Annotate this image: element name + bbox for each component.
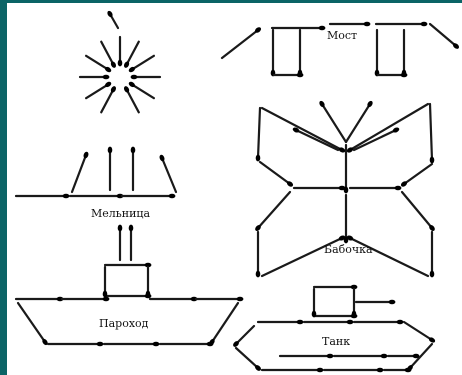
butterfly-wing-match <box>350 186 401 191</box>
tank-hull-match <box>354 320 403 325</box>
mill-blade-match <box>108 147 113 190</box>
tank-hull-match <box>304 320 353 325</box>
butterfly-wing-match <box>256 108 261 161</box>
ship-hull-match <box>48 342 103 347</box>
label-bridge: Мост <box>327 29 357 42</box>
bridge-pillar-match <box>378 73 407 78</box>
mill-base-match <box>70 194 123 199</box>
mill-base-match <box>122 194 175 199</box>
butterfly-wing-match <box>402 192 436 232</box>
sun-ray-match <box>131 75 160 80</box>
tank-hull-match <box>236 348 262 372</box>
butterfly-wing-match <box>260 162 294 188</box>
bridge-deck-match <box>272 26 325 31</box>
butterfly-wing-match <box>256 232 261 277</box>
bridge-deck-match <box>376 22 427 27</box>
ship-cabin-match <box>146 267 151 297</box>
sun-ray-match <box>80 75 109 80</box>
butterfly-wing-match <box>430 104 435 163</box>
tank-hull-match <box>404 322 436 344</box>
butterfly-wing-match <box>430 232 435 277</box>
tank-track-match <box>280 354 333 359</box>
ship-deck-match <box>16 297 63 302</box>
tank-track-match <box>334 354 387 359</box>
mill-base-match <box>16 194 69 199</box>
butterfly-antenna-match <box>354 126 400 150</box>
mill-blade-match <box>159 154 176 192</box>
sun-ray-match <box>101 85 117 112</box>
tank-gun-match <box>356 300 395 305</box>
tank-track-match <box>388 354 419 359</box>
bridge-deck-match <box>330 22 370 27</box>
ship-cabin-match <box>105 263 151 268</box>
sun-ray-match <box>86 56 112 74</box>
tank-turret-match <box>314 314 357 319</box>
bridge-pillar-match <box>271 30 276 76</box>
tank-turret-match <box>352 289 357 317</box>
bridge-pillar-match <box>375 30 380 76</box>
label-tank: Танк <box>322 335 350 348</box>
butterfly-antenna-match <box>292 126 338 150</box>
ship-funnel-match <box>129 225 134 260</box>
ship-hull-match <box>104 342 159 347</box>
sun-ray-match <box>106 10 118 28</box>
butterfly-wing-match <box>294 186 345 191</box>
ship-deck-match <box>62 297 109 302</box>
sun-ray-match <box>101 42 117 69</box>
butterfly-wing-match <box>400 164 432 188</box>
mill-blade-match <box>131 147 136 190</box>
mill-blade-match <box>72 151 89 192</box>
tank-turret-match <box>314 285 357 290</box>
bridge-pillar-match <box>298 30 303 76</box>
tank-hull-match <box>232 326 254 348</box>
label-steamship: Пароход <box>99 317 148 330</box>
ship-cabin-match <box>103 267 108 297</box>
ship-hull-match <box>160 342 213 347</box>
ship-funnel-match <box>118 225 123 260</box>
tank-hull-match <box>258 320 303 325</box>
sun-ray-match <box>86 81 112 99</box>
butterfly-wing-match <box>346 104 428 154</box>
ship-hull-match <box>18 303 49 346</box>
butterfly-antenna-match <box>346 100 374 142</box>
ship-cabin-match <box>105 294 151 299</box>
label-butterfly: Бабочка <box>324 243 373 256</box>
sun-ray-match <box>123 85 139 112</box>
butterfly-antenna-match <box>318 100 346 142</box>
sun-ray-match <box>118 37 123 66</box>
tank-turret-match <box>312 289 317 317</box>
ship-deck-match <box>196 297 243 302</box>
sun-ray-match <box>123 42 139 69</box>
sun-ray-match <box>128 56 154 74</box>
tank-hull-match <box>262 368 323 373</box>
bridge-ramp-match <box>430 24 460 50</box>
ship-deck-match <box>150 297 197 302</box>
bridge-pillar-match <box>274 73 303 78</box>
sun-ray-match <box>128 81 154 99</box>
butterfly-wing-match <box>254 192 290 232</box>
tank-hull-match <box>384 368 411 373</box>
tank-hull-match <box>406 344 432 372</box>
bridge-ramp-match <box>222 26 262 58</box>
tank-hull-match <box>324 368 383 373</box>
bridge-pillar-match <box>402 30 407 76</box>
label-mill: Мельница <box>91 207 150 220</box>
ship-hull-match <box>208 303 238 346</box>
